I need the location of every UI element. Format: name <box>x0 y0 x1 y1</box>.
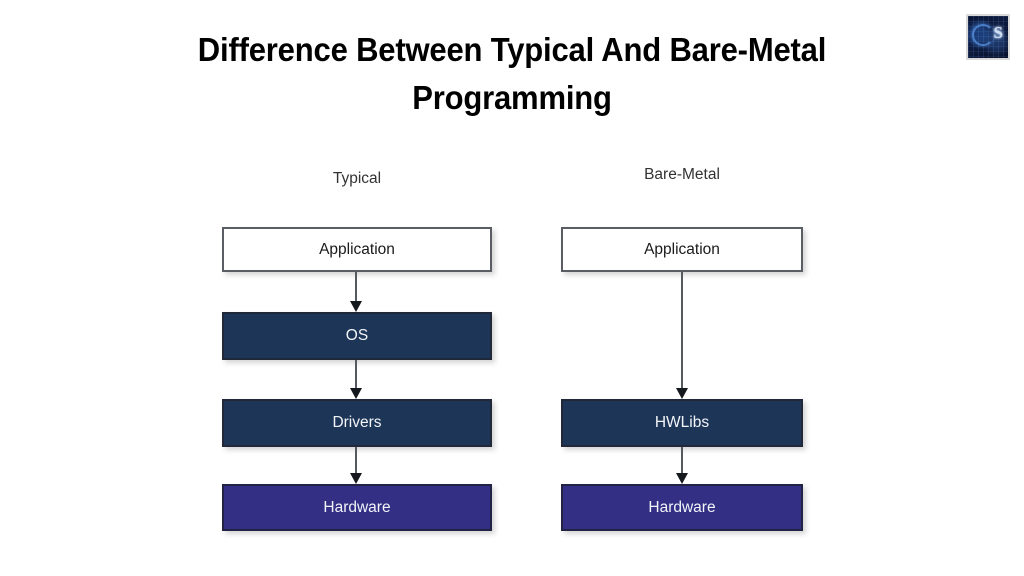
node-typical-drivers: Drivers <box>222 399 492 447</box>
arrow-typical-application-to-os <box>355 272 357 303</box>
page-title: Difference Between Typical And Bare-Meta… <box>117 26 907 122</box>
circle-arc-icon <box>972 24 994 46</box>
node-typical-hardware: Hardware <box>222 484 492 531</box>
brand-logo-artwork: S <box>968 16 1008 58</box>
page-title-line-1: Difference Between Typical And Bare-Meta… <box>197 31 827 68</box>
node-bare-metal-application: Application <box>561 227 803 272</box>
arrow-bare-metal-hwlibs-to-hardware <box>681 447 683 475</box>
arrow-typical-drivers-to-hardware <box>355 447 357 475</box>
page-title-line-2: Programming <box>412 79 612 116</box>
node-typical-os: OS <box>222 312 492 360</box>
node-bare-metal-hwlibs: HWLibs <box>561 399 803 447</box>
brand-logo: S <box>966 14 1010 60</box>
column-header-bare-metal: Bare-Metal <box>644 166 720 183</box>
arrow-bare-metal-application-to-hwlibs <box>681 272 683 390</box>
node-bare-metal-hardware: Hardware <box>561 484 803 531</box>
brand-logo-letter: S <box>993 23 1003 42</box>
node-typical-application: Application <box>222 227 492 272</box>
arrow-typical-os-to-drivers <box>355 360 357 390</box>
column-header-typical: Typical <box>332 170 382 187</box>
